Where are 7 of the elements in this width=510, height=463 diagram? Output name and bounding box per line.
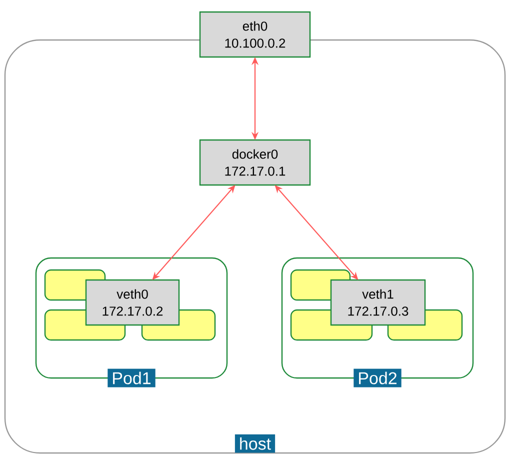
interface-box: docker0 172.17.0.1	[199, 139, 311, 186]
name-tab: Pod1	[108, 368, 156, 388]
name-tab: host	[234, 434, 276, 453]
name-tab: Pod2	[354, 368, 402, 388]
interface-box: veth1 172.17.0.3	[330, 279, 426, 326]
interface-box: eth0 10.100.0.2	[199, 11, 311, 58]
interface-box: veth0 172.17.0.2	[85, 279, 180, 326]
